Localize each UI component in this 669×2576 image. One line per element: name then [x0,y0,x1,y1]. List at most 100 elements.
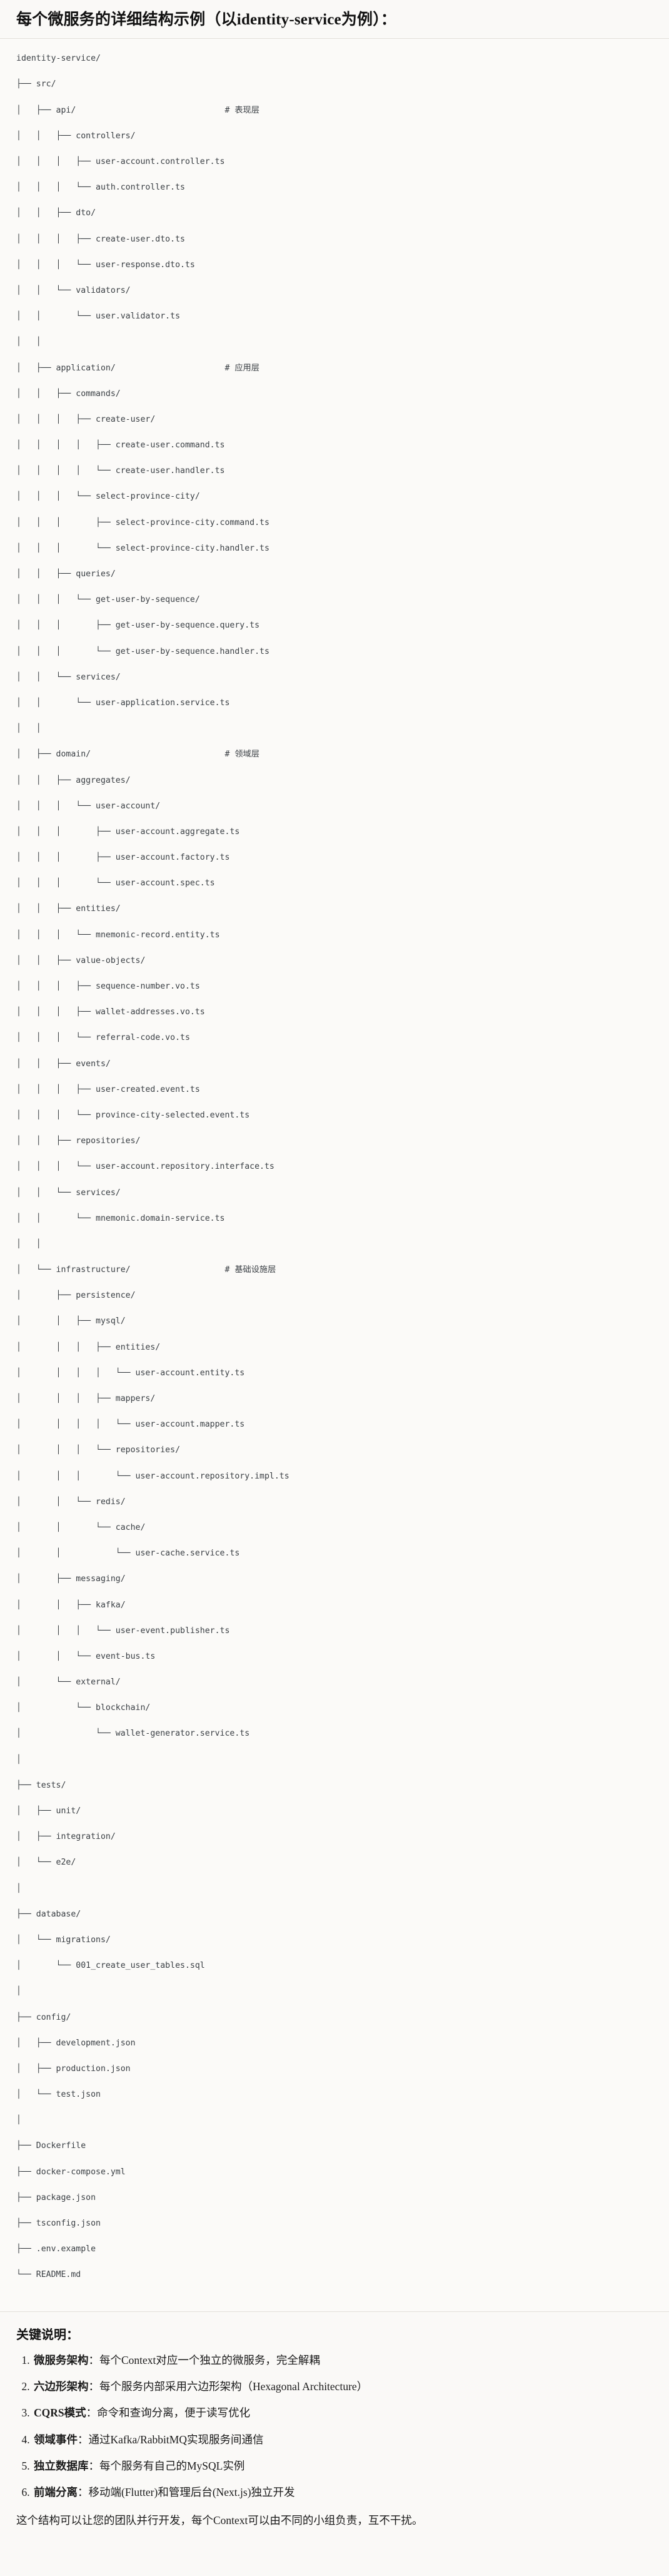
key-note-item: 微服务架构：每个Context对应一个独立的微服务，完全解耦 [33,2353,653,2368]
tree-line: │ │ │ └── get-user-by-sequence/ [16,595,200,605]
tree-line-comment: # 基础设施层 [224,1265,276,1275]
tree-line: │ └── external/ [16,1677,121,1688]
key-notes-heading: 关键说明： [16,2328,79,2342]
key-note-item: 独立数据库：每个服务有自己的MySQL实例 [33,2458,653,2474]
tree-line: ├── .env.example [16,2244,96,2254]
tree-line: ├── tests/ [16,1780,66,1790]
tree-line: │ │ │ ├── get-user-by-sequence.query.ts [16,621,260,631]
tree-line: │ │ │ └── user-event.publisher.ts [16,1626,230,1636]
tree-line: │ │ ├── events/ [16,1059,111,1069]
page-title: 每个微服务的详细结构示例（以identity-service为例）： [16,11,397,28]
tree-line: │ │ ├── repositories/ [16,1136,141,1146]
tree-line: ├── src/ [16,79,56,89]
key-note-term: CQRS模式 [34,2406,86,2420]
tree-line: │ │ ├── commands/ [16,389,121,399]
tree-line: │ │ │ ├── entities/ [16,1342,161,1352]
key-note-desc: ：每个服务内部采用六边形架构（Hexagonal Architecture） [88,2380,368,2393]
key-note-item: 前端分离：移动端(Flutter)和管理后台(Next.js)独立开发 [33,2485,653,2500]
tree-line: │ └── test.json [16,2090,101,2100]
tree-line: │ ├── api/ # 表现层 [16,105,259,115]
tree-line: │ │ │ ├── sequence-number.vo.ts [16,982,200,991]
key-note-term: 六边形架构 [34,2380,89,2393]
tree-line: │ │ │ └── province-city-selected.event.t… [16,1110,250,1120]
closing-paragraph: 这个结构可以让您的团队并行开发，每个Context可以由不同的小组负责，互不干扰… [16,2513,423,2527]
tree-line: │ │ └── redis/ [16,1497,126,1507]
tree-line: │ │ │ └── repositories/ [16,1445,181,1455]
tree-line: │ │ ├── entities/ [16,904,121,914]
tree-line: │ │ │ │ └── user-account.entity.ts [16,1368,245,1378]
tree-line: ├── tsconfig.json [16,2219,101,2228]
tree-line: │ │ │ │ └── user-account.mapper.ts [16,1420,245,1430]
tree-line: │ └── 001_create_user_tables.sql [16,1961,205,1971]
tree-line: │ │ │ ├── user-created.event.ts [16,1084,200,1094]
tree-line: │ │ │ ├── user-account.controller.ts [16,157,225,166]
tree-line: │ │ │ │ ├── create-user.command.ts [16,440,225,451]
tree-line: │ │ └── services/ [16,672,121,682]
tree-line: ├── package.json [16,2192,96,2202]
tree-line: │ [16,1987,21,1997]
tree-line: │ │ ├── kafka/ [16,1600,126,1610]
tree-line: │ │ └── user-cache.service.ts [16,1549,240,1559]
tree-line: │ ├── integration/ [16,1832,116,1842]
tree-line: identity-service/ [16,54,101,64]
tree-line: │ └── migrations/ [16,1935,111,1945]
tree-line: │ │ │ ├── wallet-addresses.vo.ts [16,1007,205,1017]
tree-line: ├── config/ [16,2012,71,2022]
tree-line-comment: # 领域层 [224,750,259,760]
tree-line: ├── database/ [16,1909,81,1919]
key-note-term: 前端分离 [34,2486,78,2499]
tree-line: │ │ │ │ └── create-user.handler.ts [16,466,225,476]
tree-line: │ │ │ └── user-account/ [16,801,161,811]
tree-line: │ ├── application/ # 应用层 [16,363,259,373]
tree-line: │ └── blockchain/ [16,1703,151,1713]
key-note-item: 领域事件：通过Kafka/RabbitMQ实现服务间通信 [33,2432,653,2448]
tree-line: │ │ └── validators/ [16,285,131,295]
tree-line: │ │ │ └── user-account.repository.impl.t… [16,1471,289,1481]
tree-line: │ [16,1754,21,1764]
tree-line: │ │ └── event-bus.ts [16,1651,156,1661]
tree-line: │ │ └── mnemonic.domain-service.ts [16,1213,225,1223]
tree-line: │ │ │ └── auth.controller.ts [16,183,185,193]
tree-line: │ [16,1883,21,1893]
key-note-desc: ：每个服务有自己的MySQL实例 [88,2460,245,2473]
tree-line: │ └── wallet-generator.service.ts [16,1729,250,1739]
key-note-term: 微服务架构 [34,2353,89,2366]
tree-line: │ │ │ ├── user-account.aggregate.ts [16,827,240,837]
tree-line: │ │ └── services/ [16,1188,121,1198]
tree-line: │ │ │ └── user-account.spec.ts [16,878,215,888]
tree-line: │ ├── persistence/ [16,1291,136,1301]
key-note-desc: ：通过Kafka/RabbitMQ实现服务间通信 [78,2433,264,2446]
tree-line: │ │ ├── mysql/ [16,1316,126,1326]
directory-tree: identity-service/ ├── src/ │ ├── api/ # … [16,53,653,2294]
tree-line: ├── docker-compose.yml [16,2167,126,2177]
key-note-desc: ：移动端(Flutter)和管理后台(Next.js)独立开发 [78,2486,295,2499]
tree-line: │ │ │ ├── create-user/ [16,414,156,424]
tree-line: ├── Dockerfile [16,2141,86,2151]
tree-line: │ ├── messaging/ [16,1574,126,1584]
tree-line-comment: # 应用层 [224,363,259,373]
tree-line: │ │ └── user-application.service.ts [16,698,230,708]
tree-line: │ │ └── user.validator.ts [16,312,181,322]
tree-line: │ └── e2e/ [16,1858,76,1868]
tree-line: │ │ ├── dto/ [16,208,96,218]
tree-line: │ │ │ └── select-province-city/ [16,492,200,502]
key-notes-list: 微服务架构：每个Context对应一个独立的微服务，完全解耦六边形架构：每个服务… [16,2353,653,2501]
tree-line: │ │ │ └── referral-code.vo.ts [16,1033,190,1043]
tree-line: └── README.md [16,2270,81,2280]
tree-line: │ │ │ ├── select-province-city.command.t… [16,517,269,527]
tree-line-comment: # 表现层 [224,105,259,115]
tree-line: │ │ │ ├── user-account.factory.ts [16,853,230,863]
tree-line: │ │ │ └── user-response.dto.ts [16,260,195,270]
key-note-desc: ：命令和查询分离，便于读写优化 [86,2406,251,2420]
tree-line: │ └── infrastructure/ # 基础设施层 [16,1265,276,1275]
key-notes-section: 关键说明： 微服务架构：每个Context对应一个独立的微服务，完全解耦六边形架… [0,2311,669,2545]
key-note-item: CQRS模式：命令和查询分离，便于读写优化 [33,2405,653,2421]
tree-line: │ │ │ └── user-account.repository.interf… [16,1162,274,1172]
key-note-item: 六边形架构：每个服务内部采用六边形架构（Hexagonal Architectu… [33,2379,653,2395]
tree-line: │ │ │ └── mnemonic-record.entity.ts [16,930,220,940]
tree-line: │ ├── unit/ [16,1806,81,1816]
tree-line: │ [16,2115,21,2125]
key-note-desc: ：每个Context对应一个独立的微服务，完全解耦 [88,2353,320,2366]
tree-line: │ │ [16,337,41,347]
key-note-term: 独立数据库 [34,2460,89,2473]
